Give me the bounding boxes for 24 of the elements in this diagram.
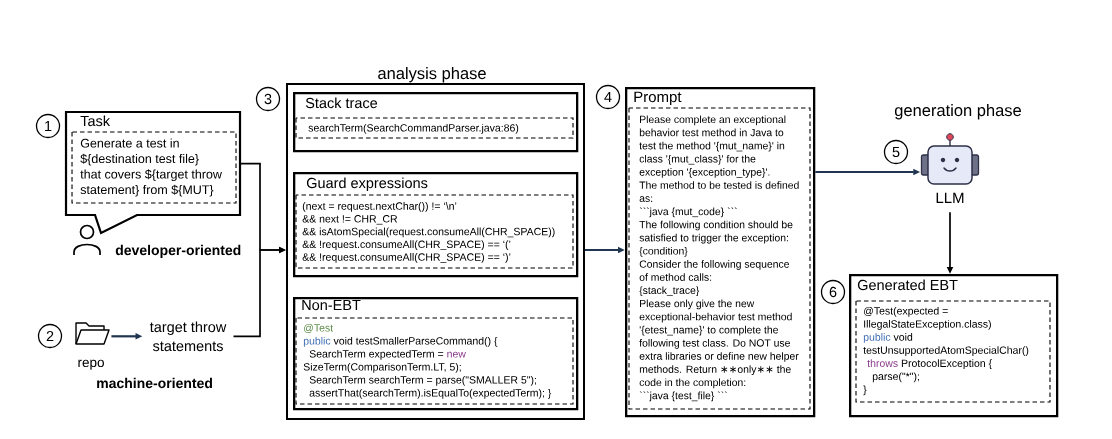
- step-number: 6: [820, 279, 846, 305]
- step-number: 2: [37, 323, 63, 349]
- code-snippet: (next = request.nextChar()) != ‘\n’ && next != CHR_CR && isAtomSpecial(request.consumeAll(CHR_SPACE)) && !request.consumeAll(CHR_SPACE) == ‘(’ && !request.consumeAll(CHR_SPACE) == ‘)’: [295, 194, 574, 269]
- bubble-title: Task: [80, 115, 111, 127]
- heading: analysis phase: [378, 67, 486, 83]
- heading: generation phase: [894, 104, 1021, 120]
- step-number: 4: [595, 84, 621, 110]
- panel-title: Prompt: [634, 91, 682, 106]
- code-snippet: searchTerm(SearchCommandParser.java:86): [295, 117, 574, 139]
- text-block: Please complete an exceptional behavior test method in Java to test the method '{mut_name}' in class '{mut_class}' for the exception '{exception_type}'. The method to be tested is defined as: ```java {mut_code} ``` The following condition should be satisfied to trigger the exception: {condition} Consider the following sequence of method calls: {stack_trace} Please only give the new exceptional-behavior test method '{etest_name}' to complete the following test class. Do NOT use extra libraries or define new helper methods. Return ∗∗only∗∗ the code in the completion: ```java {test_file} ```: [628, 107, 811, 410]
- step-number: 5: [883, 139, 909, 165]
- panel-title: Guard expressions: [306, 177, 428, 191]
- text-block: Generate a test in ${destination test file} that covers ${target throw statement} from ${MUT}: [71, 131, 237, 204]
- node-label: LLM: [936, 192, 964, 203]
- step-number: 1: [35, 113, 61, 139]
- code-snippet: @Test(expected = IllegalStateException.class) public void testUnsupportedAtomSpecialChar() throws ProtocolException { parse("*"); }: [855, 300, 1051, 403]
- step-number: 3: [255, 86, 281, 112]
- panel-title: Stack trace: [305, 97, 378, 109]
- node-label: repo: [78, 359, 104, 370]
- panel-title: Generated EBT: [857, 279, 958, 291]
- code-snippet: @Test public void testSmallerParseCommand() { SearchTerm expectedTerm = new SizeTerm(ComparisonTerm.LT, 5); SearchTerm searchTerm = parse("SMALLER 5"); assertThat(searchTerm).isEqualTo(expectedTerm); }: [295, 317, 574, 405]
- panel-title: Non-EBT: [302, 300, 361, 311]
- role-label: machine-oriented: [97, 377, 212, 389]
- node-label: target throw statements: [149, 321, 227, 352]
